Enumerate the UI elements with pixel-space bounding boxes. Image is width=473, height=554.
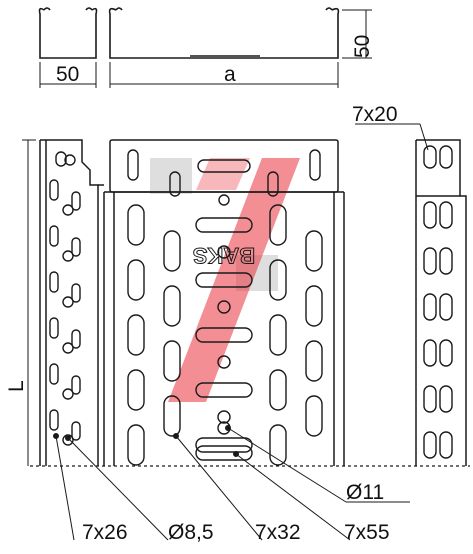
bottom-slot-7x32 (305, 285, 323, 327)
bottom-slot-7x32 (305, 230, 323, 272)
bottom-slot-7x32 (269, 369, 287, 411)
side-hole (64, 154, 76, 166)
bottom-slot-7x55 (195, 272, 253, 288)
right-view-slots (423, 145, 453, 459)
right-slot (439, 385, 453, 413)
bottom-slot-7x32 (163, 285, 181, 327)
flange-slot (267, 171, 279, 197)
side-slot (71, 421, 81, 441)
slot-7x20-label: 7x20 (352, 103, 398, 126)
length-a-label: a (224, 63, 236, 86)
slot-7x26-label: 7x26 (82, 521, 128, 544)
callout-leaders (53, 123, 429, 541)
bottom-slot-7x32 (163, 230, 181, 272)
side-hole (62, 250, 74, 262)
bottom-slot-7x32 (163, 395, 181, 437)
side-slot (49, 271, 59, 293)
flange-slot-long (197, 159, 251, 173)
tray-bottom-view: BAKS (103, 139, 345, 466)
side-hole (62, 388, 74, 400)
bottom-slot-7x55 (195, 327, 253, 343)
side-slot (49, 317, 59, 339)
bottom-slot-7x55 (195, 217, 253, 233)
bottom-slot-7x55 (195, 437, 253, 453)
side-profile-holes (49, 151, 81, 446)
side-hole (62, 296, 74, 308)
side-slot (71, 237, 81, 257)
slot-7x55-label: 7x55 (344, 521, 390, 544)
brand-text: BAKS (193, 243, 255, 268)
bottom-hole (217, 355, 231, 369)
side-slot (49, 179, 59, 201)
bottom-slot-7x32 (269, 204, 287, 246)
slot-7x32-label: 7x32 (255, 521, 301, 544)
side-slot (71, 283, 81, 303)
side-slot (55, 151, 67, 167)
flange-slot (127, 149, 139, 181)
height-dimension-label: 50 (351, 34, 374, 58)
bottom-hole (217, 300, 231, 314)
right-slot (423, 247, 437, 275)
bottom-slot-7x32 (269, 259, 287, 301)
side-slot (71, 375, 81, 395)
hole-11-label: Ø11 (346, 481, 385, 504)
right-slot-7x20 (439, 145, 453, 169)
width-dimension-label: 50 (56, 63, 80, 86)
dimension-L (22, 139, 36, 466)
side-slot (49, 225, 59, 247)
bottom-slot-7x55 (195, 382, 253, 398)
hole-8-5-label: Ø8,5 (168, 521, 214, 544)
right-slot (423, 339, 437, 367)
right-slot (439, 201, 453, 229)
bottom-slot-7x32 (269, 424, 287, 466)
tray-slots (127, 149, 323, 466)
right-slot (439, 431, 453, 459)
cross-section-narrow (38, 7, 98, 59)
side-view-right (415, 139, 467, 466)
right-slot (423, 201, 437, 229)
side-hole (62, 342, 74, 354)
right-slot (439, 293, 453, 321)
bottom-slot-7x32 (127, 259, 145, 301)
tray-hole (218, 194, 230, 206)
side-slot (49, 409, 59, 431)
dimension-lines-top (39, 9, 372, 88)
flange-slot (309, 149, 321, 181)
bottom-slot-7x55 (195, 445, 253, 461)
bottom-slot-7x32 (127, 204, 145, 246)
flange-slot (169, 171, 181, 197)
bottom-slot-7x32 (269, 314, 287, 356)
bottom-slot-7x32 (305, 340, 323, 382)
side-slot (71, 191, 81, 211)
bottom-slot-7x32 (305, 395, 323, 437)
side-slot (49, 363, 59, 385)
right-slot (423, 431, 437, 459)
cross-section-wide (108, 7, 340, 59)
bottom-hole (217, 245, 231, 259)
right-slot (423, 385, 437, 413)
bottom-slot-7x32 (127, 314, 145, 356)
right-slot (423, 293, 437, 321)
bottom-slot-7x32 (127, 369, 145, 411)
bottom-slot-7x32 (127, 424, 145, 466)
right-slot (439, 247, 453, 275)
side-hole (62, 204, 74, 216)
side-profile-left (39, 139, 104, 466)
bottom-slot-7x32 (163, 340, 181, 382)
bottom-hole (217, 410, 231, 424)
length-L-label: L (5, 380, 28, 392)
side-slot (71, 329, 81, 349)
right-slot-7x20 (423, 145, 437, 169)
right-slot (439, 339, 453, 367)
